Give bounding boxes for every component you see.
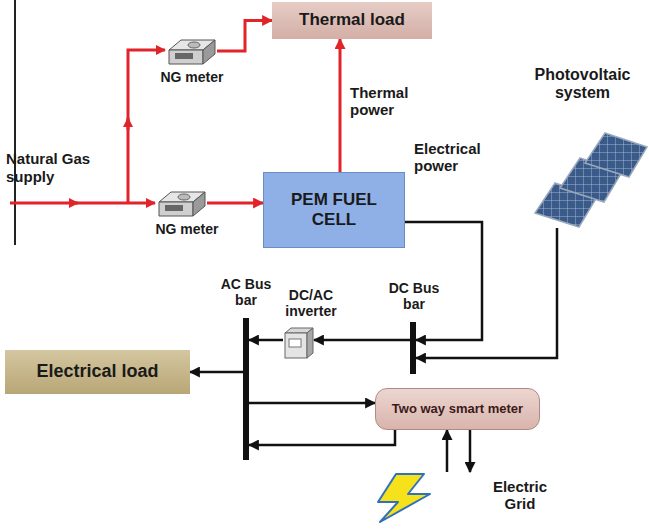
node-label: Two way smart meter xyxy=(392,401,523,417)
gas-meter: NG meter xyxy=(167,36,217,66)
gas-branch-line xyxy=(128,50,165,203)
gas-flow-arrow xyxy=(70,202,78,205)
fuel-cell-box: PEM FUEL CELL xyxy=(263,172,405,248)
heat-flow-arrow xyxy=(217,21,272,52)
node-label: DC Bus bar xyxy=(383,280,445,312)
edge-label: Electrical power xyxy=(414,140,514,175)
supply-label: Natural Gas supply xyxy=(6,150,116,186)
power-flow-arrow xyxy=(249,402,375,405)
pv-panel-art xyxy=(535,128,645,228)
node-label: Thermal load xyxy=(299,10,405,30)
inverter-art xyxy=(283,327,314,359)
node-label: AC Bus bar xyxy=(215,276,277,308)
gas-supply-line xyxy=(10,202,155,205)
node-label: Photovoltaic system xyxy=(530,66,635,103)
power-flow-arrow xyxy=(249,430,395,445)
gas-flow-arrow xyxy=(127,118,130,130)
power-flow-arrow xyxy=(249,339,283,342)
bus-bar: AC Bus bar xyxy=(243,318,249,460)
power-flow-arrow xyxy=(314,339,410,342)
node-label: NG meter xyxy=(147,69,237,85)
gas-meter-art xyxy=(157,188,207,218)
node-label: Electric Grid xyxy=(480,478,560,513)
gas-meter-art xyxy=(167,36,217,66)
edge-label: Thermal power xyxy=(350,84,430,119)
power-flow-arrow xyxy=(469,430,472,472)
gas-meter: NG meter xyxy=(157,188,207,218)
power-flow-arrow xyxy=(446,430,449,472)
frame-line xyxy=(14,0,16,245)
node-label: NG meter xyxy=(142,221,232,237)
bus-bar: DC Bus bar xyxy=(410,322,416,374)
node-label: Electrical load xyxy=(36,361,158,383)
grid-symbol-art xyxy=(372,472,434,524)
bus-bar-art xyxy=(410,322,416,374)
inverter: DC/AC inverter xyxy=(283,327,314,359)
bus-bar-art xyxy=(243,318,249,460)
node-label: PEM FUEL CELL xyxy=(272,190,396,231)
node-label: DC/AC inverter xyxy=(278,287,344,319)
grid-symbol: Electric Grid xyxy=(372,472,434,524)
load-box: Electrical load xyxy=(5,350,190,394)
heat-flow-arrow xyxy=(339,39,342,172)
power-flow-arrow xyxy=(190,371,243,374)
pv-panel: Photovoltaic system xyxy=(535,128,645,228)
meter-box: Two way smart meter xyxy=(375,388,540,430)
load-box: Thermal load xyxy=(272,2,432,39)
heat-flow-arrow xyxy=(207,202,263,205)
